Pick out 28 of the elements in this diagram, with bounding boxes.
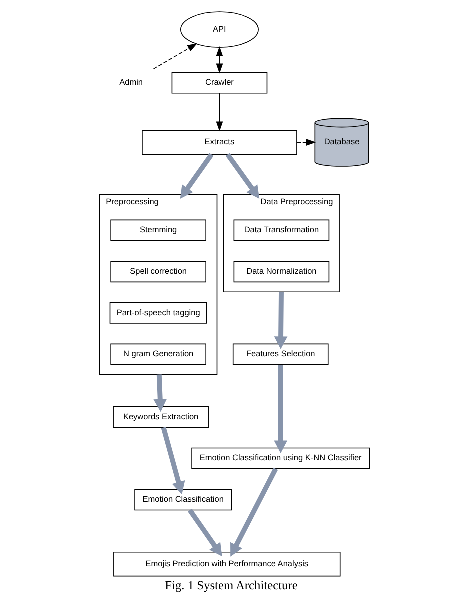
arrow: [274, 365, 288, 454]
arrow: [226, 153, 260, 199]
arrow: [180, 153, 214, 199]
node-box: Keywords Extraction: [113, 406, 209, 428]
arrow: [188, 508, 222, 557]
node-box: Spell correction: [110, 261, 206, 283]
node-box: Data Transformation: [234, 220, 330, 242]
node-box: Data Normalization: [234, 261, 330, 283]
node-box: Emotion Classification: [134, 489, 232, 511]
node-box: N gram Generation: [110, 344, 206, 366]
arrow: [230, 468, 278, 557]
node-box: Extracts: [142, 130, 298, 155]
caption: Fig. 1 System Architecture: [165, 578, 298, 593]
node-ellipse: API: [180, 12, 259, 48]
arrow: [216, 46, 224, 74]
node-box: Part-of-speech tagging: [110, 302, 208, 324]
arrow: [296, 139, 316, 146]
node-box: Emojis Prediction with Performance Analysis: [114, 552, 341, 577]
arrow: [274, 292, 288, 350]
arrow: [161, 427, 186, 495]
arrow: [216, 93, 224, 132]
node-box: Stemming: [110, 220, 206, 242]
node-box: Crawler: [172, 72, 268, 94]
arrow: [154, 374, 168, 412]
node-box: Emotion Classification using K-NN Classifier: [192, 448, 370, 470]
node-text: Admin: [120, 78, 144, 88]
node-box: Features Selection: [232, 344, 329, 366]
arrow: [153, 44, 198, 70]
